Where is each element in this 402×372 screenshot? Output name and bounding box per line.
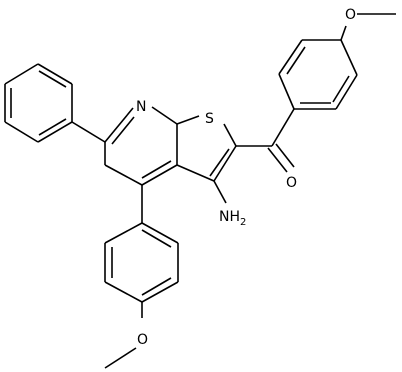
bond <box>176 115 200 125</box>
atom-label-amino: NH2 <box>219 209 246 228</box>
atom-label-o-methoxy-bottom: O <box>137 332 148 348</box>
bond <box>278 73 295 110</box>
bond-to-amino <box>213 180 227 204</box>
bond-phenyl-to-pyridine <box>71 121 106 143</box>
phenyl-ring <box>4 63 73 143</box>
atom-label-o-carbonyl: O <box>286 175 297 191</box>
bond <box>213 145 237 182</box>
bond <box>141 222 179 244</box>
thiophene-ring <box>176 115 237 182</box>
bond-methoxy-methyl-bottom <box>104 347 137 369</box>
bond <box>104 281 143 303</box>
atom-label-o-methoxy-top: O <box>345 7 356 23</box>
bond <box>151 106 178 125</box>
atom-label-n-ring: N <box>136 99 146 115</box>
bond <box>141 164 178 186</box>
double-bond-inner <box>332 75 350 103</box>
methoxyphenyl-ring-top <box>278 39 358 110</box>
bond <box>37 63 73 85</box>
double-bond-inner <box>38 118 67 136</box>
double-bond-inner <box>209 148 230 177</box>
double-bond-inner <box>111 116 135 145</box>
bond <box>340 39 358 76</box>
methoxyphenyl-ring-bottom <box>104 222 179 303</box>
bond <box>4 63 39 85</box>
atom-label-s-ring: S <box>205 111 214 127</box>
bond <box>37 121 73 143</box>
carbonyl-double-bond <box>267 147 288 173</box>
bond <box>335 74 358 110</box>
bond <box>278 39 303 75</box>
double-bond-inner <box>286 46 306 75</box>
amino-nh: NH <box>219 209 240 225</box>
carbonyl-double-bond <box>275 143 295 168</box>
bond <box>223 123 237 147</box>
bond <box>104 222 143 244</box>
bond <box>104 107 134 143</box>
double-bond-inner <box>141 229 172 248</box>
double-bond-inner <box>141 277 172 296</box>
bond <box>141 281 179 303</box>
double-bond-inner <box>38 70 67 88</box>
bond <box>176 164 215 182</box>
bond <box>4 121 39 143</box>
bond-carbonyl-up <box>271 108 295 147</box>
bond-ring-to-methoxy-top <box>340 25 347 41</box>
bond <box>104 164 143 186</box>
double-bond-inner <box>141 160 172 179</box>
amino-subscript: 2 <box>240 217 246 228</box>
pyridine-ring <box>104 106 178 186</box>
